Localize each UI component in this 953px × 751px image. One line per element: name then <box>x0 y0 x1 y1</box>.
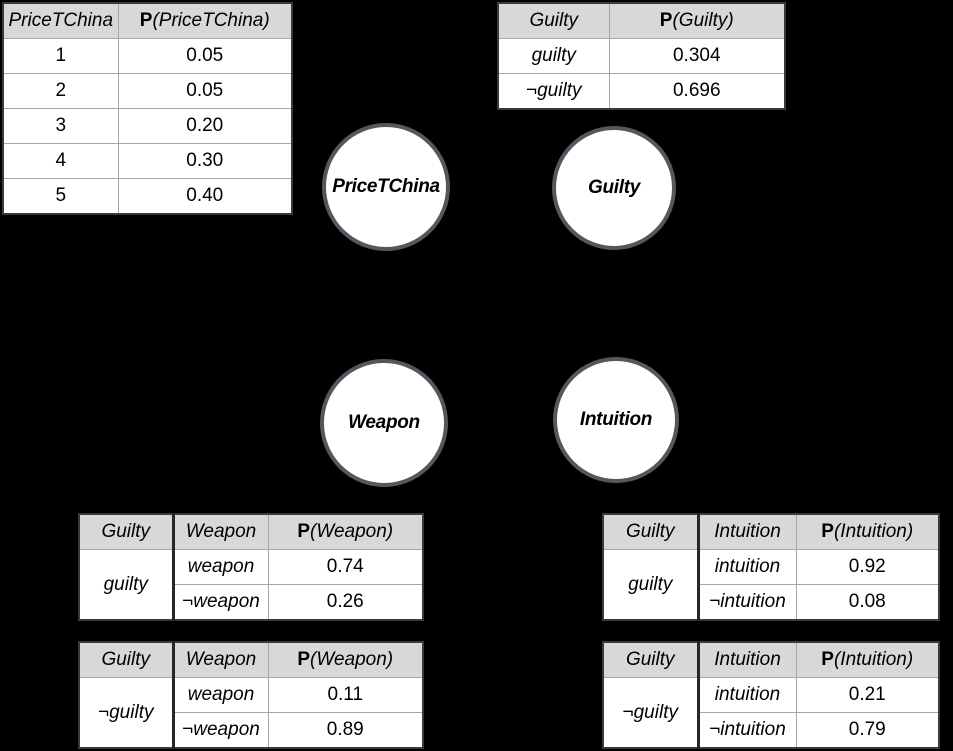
header-p-weapon: P(Weapon) <box>267 641 424 678</box>
header-weapon: Weapon <box>172 513 269 550</box>
table-row: ¬intuition 0.08 <box>603 584 940 621</box>
intuition-value: intuition <box>697 549 797 585</box>
guilty-value: guilty <box>497 38 610 74</box>
table-row: ¬weapon 0.89 <box>79 712 424 749</box>
intuition-prob: 0.79 <box>795 712 940 749</box>
table-header-row: Guilty Weapon P(Weapon) <box>78 513 424 550</box>
weapon-value: weapon <box>172 549 269 585</box>
p-argument: (Intuition) <box>833 649 914 670</box>
header-weapon: Weapon <box>172 641 269 678</box>
table-header-row: PriceTChina P(PriceTChina) <box>2 2 293 39</box>
price-prob: 0.05 <box>117 73 293 109</box>
table-weapon-given-not-guilty: Guilty Weapon P(Weapon) ¬guilty weapon 0… <box>78 641 424 749</box>
node-intuition: Intuition <box>553 357 679 483</box>
p-argument: (PriceTChina) <box>152 10 270 31</box>
header-p-weapon: P(Weapon) <box>267 513 424 550</box>
table-header-row: Guilty Weapon P(Weapon) <box>78 641 424 678</box>
p-argument: (Intuition) <box>833 521 914 542</box>
weapon-prob: 0.74 <box>267 549 424 585</box>
weapon-prob: 0.11 <box>267 677 424 713</box>
table-intuition-given-not-guilty: Guilty Intuition P(Intuition) ¬guilty in… <box>602 641 940 749</box>
price-value: 5 <box>2 178 119 215</box>
table-row: guilty 0.304 <box>497 38 786 74</box>
weapon-value: weapon <box>172 677 269 713</box>
weapon-value: ¬weapon <box>172 584 269 621</box>
p-argument: (Guilty) <box>672 10 734 31</box>
node-label: Guilty <box>587 177 641 198</box>
node-label: Intuition <box>579 409 653 430</box>
guilty-value: ¬guilty <box>497 73 610 110</box>
table-row: ¬guilty intuition 0.21 <box>602 677 940 749</box>
header-guilty: Guilty <box>497 2 610 39</box>
p-argument: (Weapon) <box>310 521 394 542</box>
p-symbol: P <box>821 521 834 542</box>
header-p-guilty: P(Guilty) <box>608 2 786 39</box>
p-symbol: P <box>821 649 834 670</box>
price-value: 3 <box>2 108 119 144</box>
node-weapon: Weapon <box>320 359 448 487</box>
p-argument: (Weapon) <box>310 649 394 670</box>
header-guilty: Guilty <box>78 641 175 678</box>
price-prob: 0.20 <box>117 108 293 144</box>
intuition-value: intuition <box>697 677 797 713</box>
condition-value: guilty <box>602 549 700 621</box>
header-p-intuition: P(Intuition) <box>795 513 940 550</box>
table-price-prior: PriceTChina P(PriceTChina) 1 0.05 2 0.05… <box>2 2 293 215</box>
header-intuition: Intuition <box>697 513 797 550</box>
table-row: 4 0.30 <box>2 143 293 179</box>
intuition-prob: 0.92 <box>795 549 940 585</box>
condition-value: ¬guilty <box>78 677 175 749</box>
table-row: ¬intuition 0.79 <box>603 712 940 749</box>
node-pricetchina: PriceTChina <box>322 123 450 251</box>
table-header-row: Guilty P(Guilty) <box>497 2 786 39</box>
node-label: PriceTChina <box>332 176 440 197</box>
table-intuition-given-guilty: Guilty Intuition P(Intuition) guilty int… <box>602 513 940 621</box>
header-guilty: Guilty <box>602 641 700 678</box>
price-value: 4 <box>2 143 119 179</box>
table-row: ¬guilty weapon 0.11 <box>78 677 424 749</box>
p-symbol: P <box>297 649 311 670</box>
condition-value: ¬guilty <box>602 677 700 749</box>
weapon-prob: 0.26 <box>267 584 424 621</box>
price-value: 1 <box>2 38 119 74</box>
node-guilty: Guilty <box>552 126 676 250</box>
price-prob: 0.30 <box>117 143 293 179</box>
p-symbol: P <box>139 10 153 31</box>
table-header-row: Guilty Intuition P(Intuition) <box>602 513 940 550</box>
condition-value: guilty <box>78 549 175 621</box>
guilty-prob: 0.696 <box>608 73 786 110</box>
header-guilty: Guilty <box>602 513 700 550</box>
table-header-row: Guilty Intuition P(Intuition) <box>602 641 940 678</box>
table-guilty-prior: Guilty P(Guilty) guilty 0.304 ¬guilty 0.… <box>497 2 786 110</box>
guilty-prob: 0.304 <box>608 38 786 74</box>
header-pricetchina: PriceTChina <box>2 2 119 39</box>
table-row: 2 0.05 <box>2 73 293 109</box>
intuition-value: ¬intuition <box>697 584 797 621</box>
table-row: 5 0.40 <box>2 178 293 215</box>
table-row: ¬guilty 0.696 <box>497 73 786 110</box>
intuition-prob: 0.08 <box>795 584 940 621</box>
intuition-prob: 0.21 <box>795 677 940 713</box>
p-symbol: P <box>297 521 311 542</box>
header-intuition: Intuition <box>697 641 797 678</box>
price-prob: 0.05 <box>117 38 293 74</box>
table-row: guilty weapon 0.74 <box>78 549 424 621</box>
weapon-prob: 0.89 <box>267 712 424 749</box>
price-value: 2 <box>2 73 119 109</box>
node-label: Weapon <box>348 412 420 433</box>
table-row: guilty intuition 0.92 <box>602 549 940 621</box>
table-row: ¬weapon 0.26 <box>79 584 424 621</box>
header-p-intuition: P(Intuition) <box>795 641 940 678</box>
table-row: 1 0.05 <box>2 38 293 74</box>
intuition-value: ¬intuition <box>697 712 797 749</box>
table-row: 3 0.20 <box>2 108 293 144</box>
table-weapon-given-guilty: Guilty Weapon P(Weapon) guilty weapon 0.… <box>78 513 424 621</box>
weapon-value: ¬weapon <box>172 712 269 749</box>
price-prob: 0.40 <box>117 178 293 215</box>
p-symbol: P <box>659 10 673 31</box>
header-guilty: Guilty <box>78 513 175 550</box>
header-p-pricetchina: P(PriceTChina) <box>117 2 293 39</box>
